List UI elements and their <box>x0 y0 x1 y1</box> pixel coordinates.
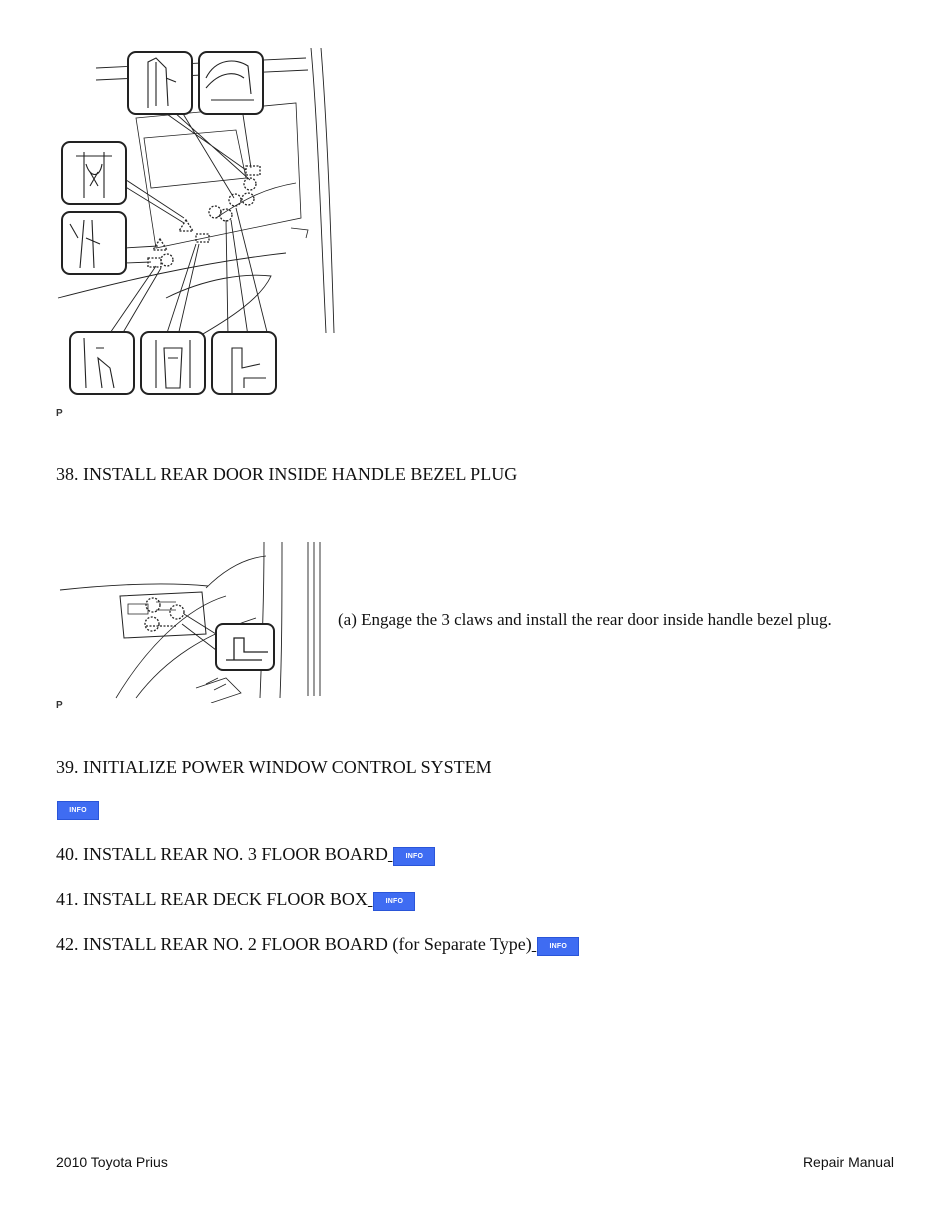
step-39-heading: 39. INITIALIZE POWER WINDOW CONTROL SYST… <box>56 757 492 777</box>
step-40-text: 40. INSTALL REAR NO. 3 FLOOR BOARD <box>56 844 388 864</box>
step-40-heading: 40. INSTALL REAR NO. 3 FLOOR BOARD INFO <box>56 843 436 866</box>
figure-marker: P <box>56 408 63 419</box>
step-42-heading: 42. INSTALL REAR NO. 2 FLOOR BOARD (for … <box>56 933 580 956</box>
step-41-heading: 41. INSTALL REAR DECK FLOOR BOX INFO <box>56 888 416 911</box>
figure-marker: P <box>56 700 63 711</box>
step-42-text: 42. INSTALL REAR NO. 2 FLOOR BOARD (for … <box>56 934 532 954</box>
info-button[interactable]: INFO <box>373 892 416 911</box>
info-button[interactable]: INFO <box>57 801 99 820</box>
info-button[interactable]: INFO <box>393 847 436 866</box>
handle-bezel-plug-illustration: P <box>56 538 331 711</box>
door-trim-clip-illustration: P <box>56 48 336 419</box>
footer-left: 2010 Toyota Prius <box>56 1154 168 1170</box>
step-38a-instruction: (a) Engage the 3 claws and install the r… <box>338 610 832 629</box>
info-button[interactable]: INFO <box>537 937 580 956</box>
step-38-heading: 38. INSTALL REAR DOOR INSIDE HANDLE BEZE… <box>56 464 518 484</box>
step-41-text: 41. INSTALL REAR DECK FLOOR BOX <box>56 889 368 909</box>
footer-right: Repair Manual <box>802 1154 894 1170</box>
